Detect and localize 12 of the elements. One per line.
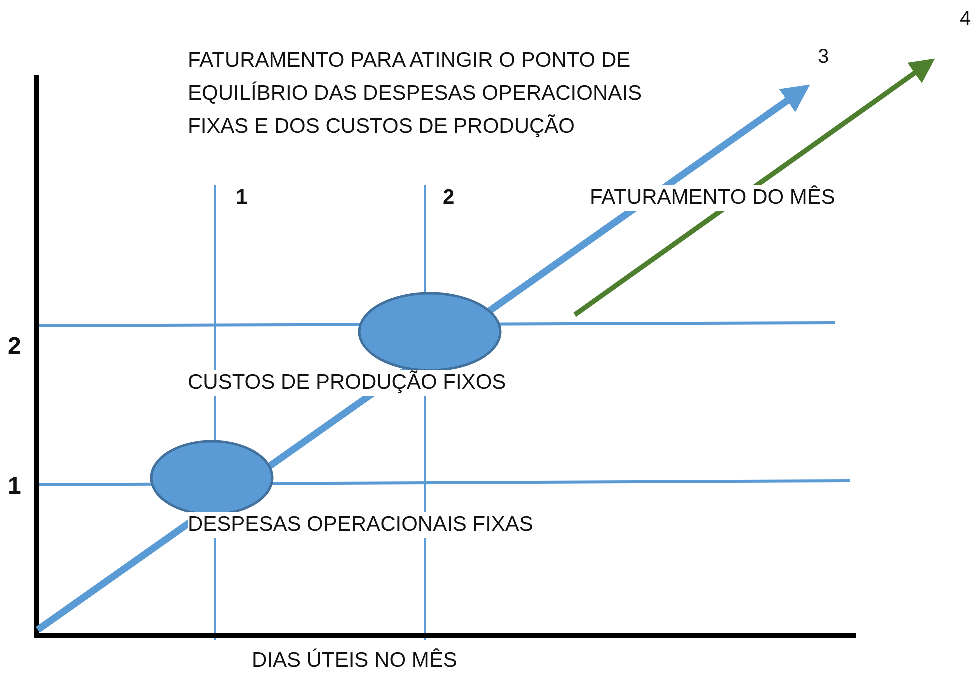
callout-number: 3: [818, 45, 830, 70]
line-number: 1: [236, 185, 248, 211]
axis-tick-label: 1: [8, 474, 22, 500]
callout-number: 4: [960, 7, 972, 32]
chart-annotation: FATURAMENTO PARA ATINGIR O PONTO DE EQUILÍBRIO DAS DESPESAS OPERACIONAIS FIXAS E DOS CUSTOS DE PRODUÇÃO: [188, 48, 643, 140]
line-label: DESPESAS OPERACIONAIS FIXAS: [188, 512, 534, 538]
axis-title: DIAS ÚTEIS NO MÊS: [252, 648, 458, 674]
axis-tick-label: 2: [8, 334, 22, 360]
ellipse-marker: [358, 292, 502, 372]
line-label: CUSTOS DE PRODUÇÃO FIXOS: [188, 370, 506, 396]
series-label: FATURAMENTO DO MÊS: [590, 185, 836, 211]
line-number: 2: [443, 185, 455, 211]
